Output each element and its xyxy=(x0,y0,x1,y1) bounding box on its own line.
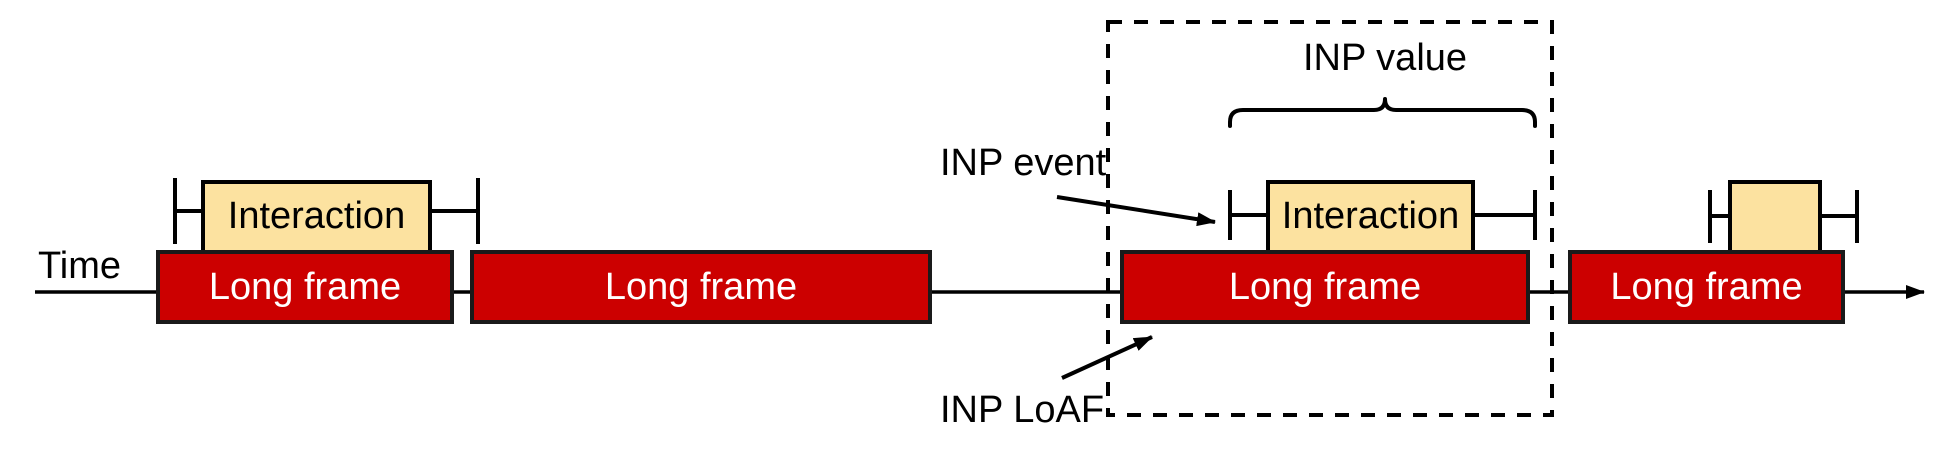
inp-value-brace xyxy=(1228,97,1537,128)
long-frame-4[interactable]: Long frame xyxy=(1568,250,1845,324)
inp-loaf-arrow xyxy=(1061,335,1153,380)
inp-event-label: INP event xyxy=(940,142,1107,184)
inp-loaf-label: INP LoAF xyxy=(940,389,1104,431)
long-frame-rect[interactable] xyxy=(470,250,932,324)
inp-highlight-box xyxy=(1106,20,1554,417)
inp-value-label: INP value xyxy=(1303,37,1467,79)
interaction-label: Interaction xyxy=(1282,195,1459,237)
interaction-box-2[interactable]: Interaction xyxy=(1266,180,1475,254)
long-frame-3[interactable]: Long frame xyxy=(1120,250,1530,324)
long-frame-label: Long frame xyxy=(1229,266,1421,308)
long-frame-2[interactable]: Long frame xyxy=(470,250,932,324)
interaction-rect[interactable] xyxy=(1266,180,1475,254)
time-axis-label: Time xyxy=(38,245,121,287)
inp-event-arrow xyxy=(1056,195,1216,227)
interaction-label: Interaction xyxy=(228,195,405,237)
long-frame-label: Long frame xyxy=(209,266,401,308)
long-frame-rect[interactable] xyxy=(1568,250,1845,324)
interaction-box-1[interactable]: Interaction xyxy=(201,180,432,254)
long-frame-label: Long frame xyxy=(605,266,797,308)
interaction-rect[interactable] xyxy=(1728,180,1822,254)
interaction-whisker-1 xyxy=(173,178,480,244)
interaction-box-3[interactable] xyxy=(1728,180,1822,254)
long-frame-label: Long frame xyxy=(1610,266,1802,308)
long-frame-rect[interactable] xyxy=(1120,250,1530,324)
long-frame-rect[interactable] xyxy=(156,250,454,324)
long-frame-1[interactable]: Long frame xyxy=(156,250,454,324)
interaction-whisker-3 xyxy=(1708,190,1859,243)
interaction-whisker-2 xyxy=(1228,190,1537,240)
